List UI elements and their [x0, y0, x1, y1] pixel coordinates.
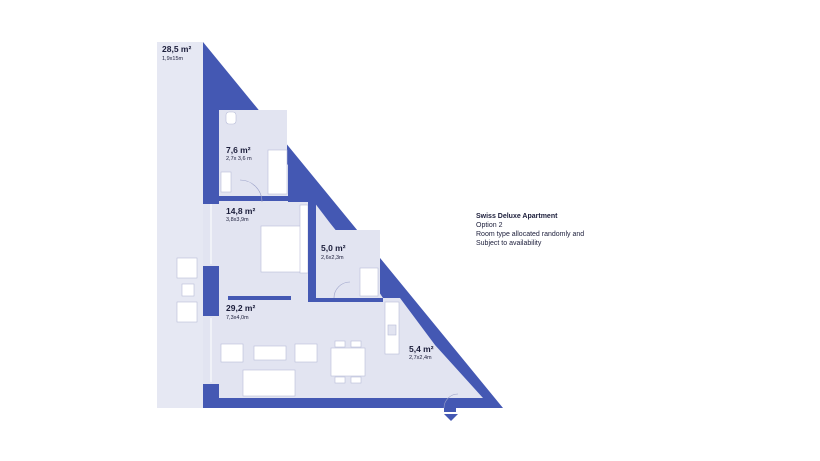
terrace-floor — [157, 42, 203, 408]
sofa — [242, 369, 296, 397]
dining-chair — [334, 340, 346, 348]
entry-dims: 2,7x2,4m — [409, 355, 432, 361]
terrace-chair — [176, 301, 198, 323]
apartment-info: Swiss Deluxe Apartment Option 2 Room typ… — [476, 212, 676, 248]
wc-dims: 2,6x2,3m — [321, 255, 344, 261]
entry-area: 5,4 m² — [409, 344, 434, 354]
entry-door-swing — [443, 393, 459, 409]
entry-marker — [444, 414, 458, 421]
bedroom-partition — [228, 296, 291, 300]
wc-counter — [359, 267, 379, 297]
bathroom-wall — [203, 164, 219, 204]
wc-door-swing — [333, 281, 351, 299]
kitchen-sink — [387, 324, 397, 336]
dining-chair — [334, 376, 346, 384]
bedroom-dims: 3,8x3,9m — [226, 217, 249, 223]
apartment-note-line2: Subject to availability — [476, 240, 542, 247]
terrace-table — [181, 283, 195, 297]
bathroom-partition — [219, 196, 309, 201]
living-area: 29,2 m² — [226, 303, 255, 313]
sink — [220, 171, 232, 193]
dining-table — [330, 347, 366, 377]
bathroom-door-swing — [239, 179, 263, 203]
terrace-chair — [176, 257, 198, 279]
bedroom-area: 14,8 m² — [226, 206, 255, 216]
bathroom-area: 7,6 m² — [226, 145, 251, 155]
toilet — [225, 111, 237, 125]
armchair — [294, 343, 318, 363]
armchair — [220, 343, 244, 363]
terrace-dims: 1,9x15m — [162, 56, 184, 62]
wc-area: 5,0 m² — [321, 243, 346, 253]
apartment-title: Swiss Deluxe Apartment — [476, 213, 558, 220]
bathroom-dims: 2,7x 3,6 m — [226, 156, 252, 162]
bedroom-wall — [203, 266, 219, 316]
coffee-table — [253, 345, 287, 361]
shower-counter — [267, 149, 288, 195]
wardrobe — [299, 204, 309, 274]
living-dims: 7,3x4,0m — [226, 315, 249, 321]
terrace-area: 28,5 m² — [162, 44, 191, 54]
wc-wall — [308, 201, 383, 302]
apartment-note-line1: Room type allocated randomly and — [476, 231, 585, 238]
bed — [260, 225, 308, 273]
dining-chair — [350, 376, 362, 384]
dining-chair — [350, 340, 362, 348]
apartment-option: Option 2 — [476, 222, 503, 229]
